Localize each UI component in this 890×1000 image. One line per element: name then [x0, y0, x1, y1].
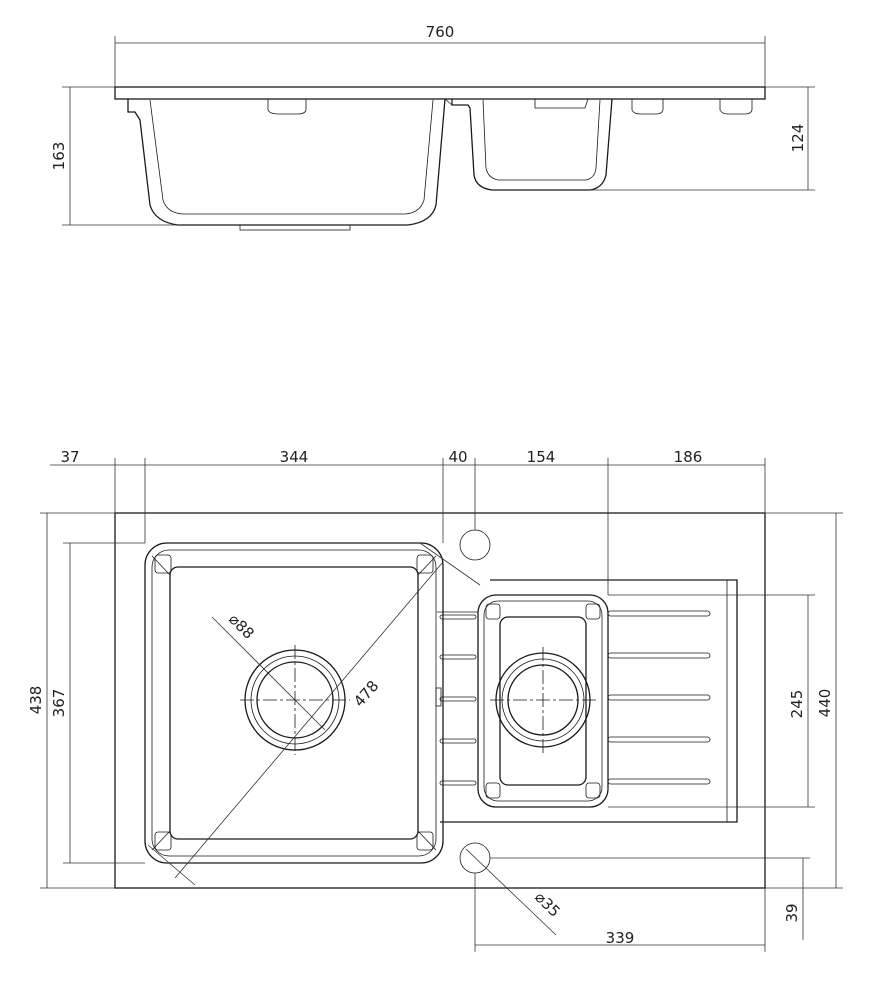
side-view-overflow [534, 98, 589, 109]
side-view [114, 86, 766, 231]
side-view-dimensions: 760 163 124 [50, 23, 815, 226]
large-bowl-inner [169, 566, 419, 840]
top-view-outline [114, 512, 766, 889]
drainboard-groove [607, 736, 711, 743]
large-bowl-outer [144, 542, 444, 864]
divider-ribs [437, 611, 478, 786]
corner-pad [485, 603, 501, 620]
dim-leader-88 [211, 616, 326, 731]
drainboard-groove [607, 694, 711, 701]
dim-label-367: 367 [50, 689, 68, 718]
dim-label-245: 245 [788, 690, 806, 719]
drainboard-outline [440, 579, 738, 823]
large-bowl-rim [151, 549, 437, 857]
corner-pad [585, 603, 601, 620]
small-bowl-inner [499, 616, 587, 786]
dim-label-163: 163 [50, 142, 68, 171]
small-bowl-corners [485, 603, 601, 799]
side-view-large-bowl [127, 98, 446, 226]
dim-leader-35 [465, 848, 557, 936]
dim-label-339: 339 [606, 929, 635, 947]
side-view-small-bowl [451, 98, 613, 191]
corner-pad [154, 554, 172, 574]
tap-hole-top [459, 529, 491, 561]
divider-rib [439, 696, 477, 702]
dim-ext-478 [147, 844, 196, 886]
dim-label-186: 186 [674, 448, 703, 466]
dim-label-478: 478 [350, 677, 382, 710]
top-view-dimensions: 37 344 40 154 186 438 367 440 245 39 33 [27, 448, 843, 952]
small-bowl-outer [477, 594, 609, 808]
dim-label-154: 154 [527, 448, 556, 466]
divider-rib [439, 780, 477, 786]
corner-pad [416, 831, 434, 851]
side-view-large-bowl-inner [149, 99, 434, 215]
drainboard-groove [607, 610, 711, 617]
divider-rib [439, 738, 477, 744]
dim-ext-478 [419, 542, 481, 586]
side-view-clip-3 [719, 99, 753, 115]
dim-label-438: 438 [27, 686, 45, 715]
corner-pad [585, 782, 601, 799]
overflow-slot [435, 687, 442, 707]
drainboard-groove [607, 778, 711, 785]
corner-pad [416, 554, 434, 574]
small-bowl-rim [483, 600, 603, 802]
drainboard-groove [607, 652, 711, 659]
dim-label-39: 39 [783, 903, 801, 922]
side-view-divider [444, 98, 453, 106]
dim-label-124: 124 [789, 124, 807, 153]
side-view-drain [239, 224, 351, 231]
dim-label-760: 760 [426, 23, 455, 41]
top-view [114, 512, 766, 889]
side-view-small-bowl-inner [482, 99, 601, 181]
side-view-countertop [114, 86, 766, 100]
corner-pad [154, 831, 172, 851]
corner-pad [485, 782, 501, 799]
dim-label-344: 344 [280, 448, 309, 466]
dim-label-88: ⌀88 [225, 610, 258, 643]
large-bowl-corners [151, 554, 437, 851]
side-view-clip-2 [631, 99, 664, 115]
small-drain [490, 647, 596, 753]
divider-rib [439, 654, 477, 660]
dim-label-40: 40 [448, 448, 467, 466]
divider-rib [439, 614, 477, 620]
dim-label-37: 37 [60, 448, 79, 466]
dim-label-440: 440 [816, 689, 834, 718]
dim-line-478 [174, 561, 444, 879]
drainboard-grooves [607, 610, 711, 785]
side-view-clip-1 [267, 99, 307, 115]
